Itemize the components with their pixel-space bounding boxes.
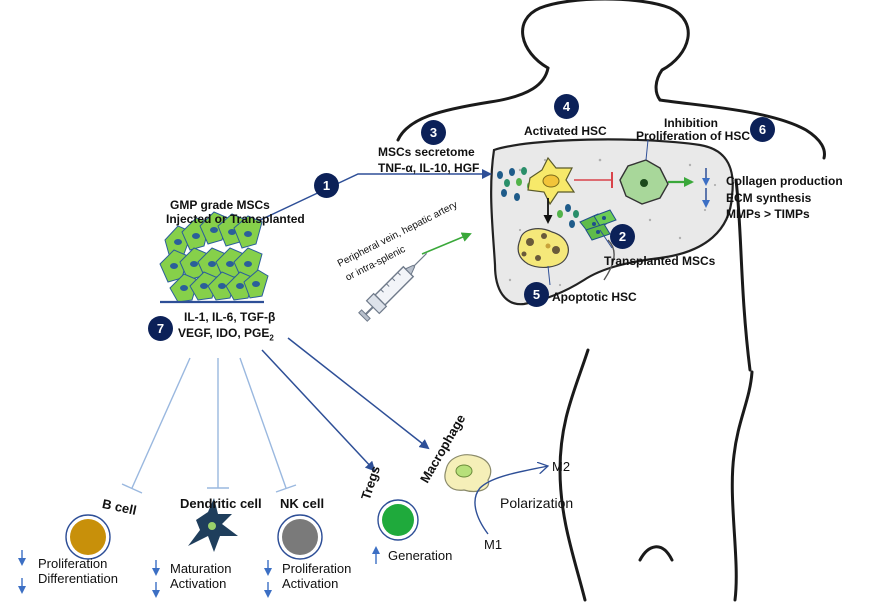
step-badge-2: 2	[610, 224, 635, 249]
factors-line2: VEGF, IDO, PGE2	[178, 326, 274, 345]
effect-mmp-label: MMPs > TIMPs	[726, 207, 810, 221]
polarization-label: Polarization	[500, 495, 574, 511]
torso-right-outline	[734, 178, 752, 372]
nk-effect-1: Proliferation	[282, 561, 352, 576]
effect-collagen-label: Collagen production	[726, 174, 843, 188]
effect-down-arrows	[18, 550, 272, 598]
b-cell-effect-1: Proliferation	[38, 556, 108, 571]
syringe-icon	[358, 252, 428, 322]
immune-inhibition-lines	[121, 357, 297, 494]
dendritic-cell-shape	[188, 498, 238, 552]
nk-effect-2: Activation	[282, 576, 339, 591]
secretome-label-line2: TNF-α, IL-10, HGF	[378, 161, 480, 175]
b-cell-effect-2: Differentiation	[38, 571, 118, 586]
secretome-label-line1: MSCs secretome	[378, 145, 475, 159]
factors-line2-sub: 2	[269, 333, 274, 343]
msc-to-liver-arrow	[255, 169, 492, 223]
activated-hsc-label: Activated HSC	[524, 124, 607, 138]
right-shoulder-outline	[658, 98, 826, 160]
tregs-effect: Generation	[388, 548, 453, 563]
step-badge-4: 4	[554, 94, 579, 119]
dendritic-effect-2: Activation	[170, 576, 227, 591]
b-cell-shape	[65, 514, 111, 560]
step-badge-6: 6	[750, 117, 775, 142]
leg-left-outline	[558, 348, 590, 602]
apoptotic-hsc-cell	[517, 228, 569, 268]
inhibition-label-line1: Inhibition	[664, 116, 718, 130]
human-silhouette	[396, 0, 826, 602]
route-arrow	[421, 232, 472, 255]
tregs-cell-shape	[377, 499, 419, 541]
transplanted-mscs-label: Transplanted MSCs	[604, 254, 716, 268]
step-badge-7: 7	[148, 316, 173, 341]
secretome-particles	[497, 167, 579, 228]
msc-cell-mass	[159, 211, 269, 304]
activated-hsc-cell	[527, 156, 576, 206]
step-badge-1: 1	[314, 173, 339, 198]
polarization-arrow	[474, 466, 548, 535]
apoptotic-hsc-label: Apoptotic HSC	[552, 290, 637, 304]
factors-line2-main: VEGF, IDO, PGE	[178, 326, 270, 340]
leg-right-outline	[730, 370, 754, 602]
dendritic-effect-1: Maturation	[170, 561, 232, 576]
msc-label-line2: Injected or Transplanted	[166, 212, 305, 226]
nk-cell-name: NK cell	[280, 496, 325, 511]
m1-label: M1	[484, 537, 503, 552]
inhibited-hsc-cell	[619, 159, 669, 205]
transplanted-callout-line	[599, 229, 613, 249]
left-shoulder-outline	[396, 66, 550, 142]
step-badge-3: 3	[421, 120, 446, 145]
msc-label-line1: GMP grade MSCs	[170, 198, 270, 212]
inhibition-label-line2: Proliferation of HSC	[636, 129, 751, 143]
inhibition-callout-line	[645, 139, 649, 161]
dendritic-cell-name: Dendritic cell	[180, 496, 262, 511]
apoptotic-callout-line	[547, 265, 551, 286]
liver-lobe-line	[603, 239, 615, 281]
factors-line1: IL-1, IL-6, TGF-β	[184, 310, 276, 324]
head-outline	[521, 0, 690, 102]
effect-ecm-label: ECM synthesis	[726, 191, 812, 205]
tregs-arrow	[261, 349, 376, 472]
m2-label: M2	[552, 459, 571, 474]
nk-cell-shape	[277, 514, 323, 560]
crotch-outline	[638, 545, 674, 562]
step-badge-5: 5	[524, 282, 549, 307]
macrophage-arrow	[287, 337, 430, 450]
macrophage-cell-shape	[444, 454, 492, 493]
